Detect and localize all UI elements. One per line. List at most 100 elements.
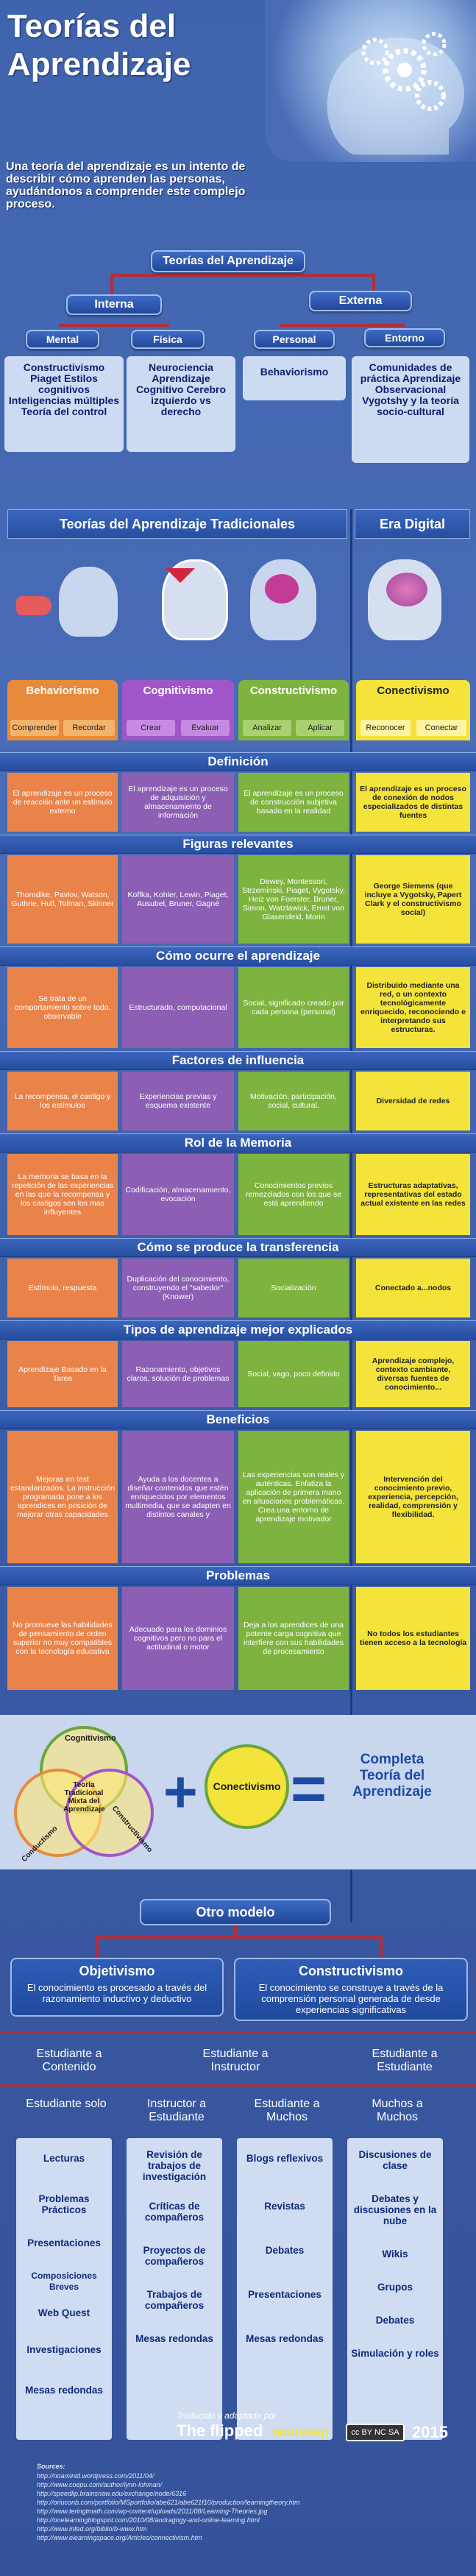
row6-c1: Aprendizaje Basado en la Tarea <box>7 1341 118 1407</box>
source-link[interactable]: http://onelearningblogspot.com/2010/08/a… <box>37 2516 260 2524</box>
row0-c3: El aprendizaje es un proceso de construc… <box>238 773 349 832</box>
sub-reconocer: Reconocer <box>360 720 411 736</box>
list-col-1 <box>16 2138 112 2440</box>
sub-aplicar: Aplicar <box>296 720 344 736</box>
list-item: Revisión de trabajos de investigación <box>142 2149 207 2182</box>
row7-c1: Mejoras en test estandarizados. La instr… <box>7 1431 118 1563</box>
venn-cognitivismo: Cognitivismo <box>65 1734 116 1743</box>
row1-c2: Koffka, Kohler, Lewin, Piaget, Ausubel, … <box>122 855 234 944</box>
row5-c3: Socialización <box>238 1259 349 1317</box>
row3-c2: Experiencias previas y esquema existente <box>122 1072 234 1130</box>
list-col-4 <box>347 2138 443 2440</box>
tree-interna: Interna <box>66 294 162 315</box>
network-brain-icon <box>386 573 427 606</box>
row6-label: Tipos de aprendizaje mejor explicados <box>0 1320 476 1340</box>
tree-mental: Mental <box>26 330 99 349</box>
modo-muchos: Estudiante a Muchos <box>254 2098 320 2123</box>
list-item: Blogs reflexivos <box>246 2153 324 2164</box>
col-cognitivismo: Cognitivismo <box>122 680 234 702</box>
row2-c1: Se trata de un comportamiento sobre todo… <box>7 967 118 1048</box>
sub-crear: Crear <box>127 720 175 736</box>
row7-c2: Ayuda a los docentes a diseñar contenido… <box>122 1431 234 1563</box>
row6-c4: Aprendizaje complejo, contexto cambiante… <box>356 1341 470 1407</box>
row8-label: Problemas <box>0 1566 476 1585</box>
row3-c4: Diversidad de redes <box>356 1072 470 1130</box>
row0-c2: El aprendizaje es un proceso de adquisic… <box>122 773 234 832</box>
venn-center: Teoría Tradicional Mixta del Aprendizaje <box>63 1781 105 1814</box>
credit-brand2: woussep <box>272 2424 330 2439</box>
source-link[interactable]: http://www.coepu.com/author/lynn-lohman/ <box>37 2481 163 2488</box>
tree-connector <box>110 274 113 303</box>
source-link[interactable]: http://www.elearningspace.org/Articles/c… <box>37 2534 202 2541</box>
model-connector <box>234 1925 237 1937</box>
list-item: Debates <box>375 2315 415 2326</box>
row5-c2: Duplicación del conocimiento, construyen… <box>122 1259 234 1317</box>
source-link[interactable]: http://oriuconb.com/portfolio/MSportfoli… <box>37 2499 300 2506</box>
row6-c3: Social, vago, poco definido <box>238 1341 349 1407</box>
credit-year: 2015 <box>412 2423 448 2441</box>
personal-items: Behaviorismo <box>260 366 329 378</box>
list-item: Mesas redondas <box>25 2385 103 2396</box>
tree-externa: Externa <box>309 291 412 311</box>
row8-c1: No promueve las habilidades de pensamien… <box>7 1587 118 1690</box>
row8-c2: Adecuado para los dominios cognitivos pe… <box>122 1587 234 1690</box>
row3-c1: La recompensa, el castigo y los estímulo… <box>7 1072 118 1130</box>
list-item: Simulación y roles <box>351 2348 439 2359</box>
row4-c1: La memoria se basa en la repetición de l… <box>7 1154 118 1235</box>
model-connector <box>96 1936 99 1958</box>
col-behaviorismo: Behaviorismo <box>7 680 118 702</box>
source-link[interactable]: http://www.infed.org/biblio/b-www.htm <box>37 2525 147 2533</box>
list-item: Revistas <box>264 2201 305 2212</box>
sub-recordar: Recordar <box>63 720 115 736</box>
source-link[interactable]: http://speedlip.brainsnaw.edu/exchange/n… <box>37 2490 187 2497</box>
credit-label: Traducido y adaptado por <box>177 2410 277 2421</box>
modo-muchos-muchos: Muchos a Muchos <box>372 2098 423 2123</box>
traditional-header: Teorías del Aprendizaje Tradicionales <box>7 509 347 539</box>
row3-label: Factores de influencia <box>0 1051 476 1070</box>
source-link[interactable]: http://noaminid.wordpress.com/2011/04/ <box>37 2472 154 2480</box>
list-item: Wikis <box>382 2248 408 2260</box>
sub-comprender: Comprender <box>10 720 59 736</box>
row4-c2: Codificación, almacenamiento, evocación <box>122 1154 234 1235</box>
tree-connector <box>110 274 375 277</box>
objetivismo-box: Objetivismo El conocimiento es procesado… <box>10 1958 224 2017</box>
constructivismo-box: Constructivismo El conocimiento se const… <box>234 1958 468 2021</box>
modo-instructor: Instructor a Estudiante <box>146 2098 207 2123</box>
est-instructor: Estudiante a Instructor <box>202 2048 269 2073</box>
row5-c1: Estímulo, respuesta <box>7 1259 118 1317</box>
list-item: Composiciones Breves <box>31 2271 97 2292</box>
list-col-2 <box>127 2138 222 2440</box>
objetivismo-title: Objetivismo <box>79 1964 155 1978</box>
source-link[interactable]: http://www.teringtmath.com/wp-content/up… <box>37 2508 268 2515</box>
row5-c4: Conectado a...nodos <box>356 1259 470 1317</box>
page-title-line1: Teorías del <box>7 8 177 44</box>
mental-items: Constructivismo Piaget Estilos cognitivo… <box>8 361 120 417</box>
head-icon-behaviorismo <box>59 567 118 637</box>
tree-fisica: Física <box>131 330 205 349</box>
objetivismo-text: El conocimiento es procesado a través de… <box>26 1982 207 2004</box>
list-item: Proyectos de compañeros <box>143 2245 206 2267</box>
row0-label: Definición <box>0 752 476 771</box>
completa-teoria: Completa Teoría del Aprendizaje <box>352 1752 432 1800</box>
est-estudiante: Estudiante a Estudiante <box>372 2048 438 2073</box>
list-item: Debates y discusiones en la nube <box>353 2193 437 2226</box>
list-item: Discusiones de clase <box>358 2149 432 2171</box>
row0-c4: El aprendizaje es un proceso de conexión… <box>356 773 470 832</box>
row1-c3: Dewey, Montessori, Strzeminski, Piaget, … <box>238 855 349 944</box>
list-item: Problemas Prácticos <box>38 2193 90 2215</box>
sub-conectar: Conectar <box>416 720 466 736</box>
row7-c4: Intervención del conocimiento previo, ex… <box>356 1431 470 1563</box>
constructivismo-text: El conocimiento se construye a través de… <box>258 1982 444 2015</box>
mental-items-box: Constructivismo Piaget Estilos cognitivo… <box>4 356 124 452</box>
hand-icon <box>16 596 51 615</box>
row4-label: Rol de la Memoria <box>0 1133 476 1153</box>
row3-c3: Motivación, participación, social, cultu… <box>238 1072 349 1130</box>
tree-connector <box>59 324 169 327</box>
row7-label: Beneficios <box>0 1410 476 1429</box>
row4-c4: Estructuras adaptativas, representativas… <box>356 1154 470 1235</box>
plus-sign: + <box>163 1759 198 1825</box>
list-item: Críticas de compañeros <box>144 2201 205 2223</box>
row1-c1: Thorndike, Pavlov, Watson, Guthrie, Hull… <box>7 855 118 944</box>
row8-c4: No todos los estudiantes tienen acceso a… <box>356 1587 470 1690</box>
